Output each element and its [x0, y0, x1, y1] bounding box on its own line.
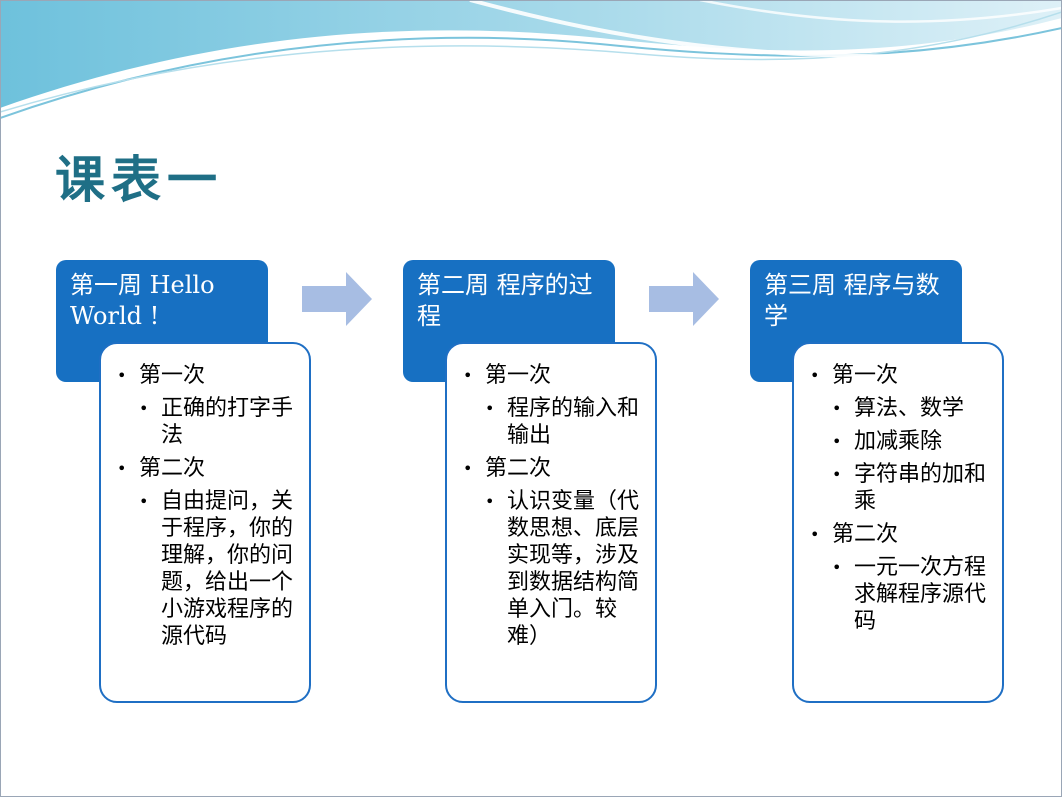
session-item: •第二次	[810, 522, 899, 547]
bullet-icon: •	[832, 432, 842, 451]
bullet-icon: •	[810, 366, 820, 385]
session-item: •第二次	[463, 456, 552, 481]
bullet-icon: •	[832, 399, 842, 418]
right-arrow-icon	[302, 272, 372, 326]
week-1-title: 第一周 Hello World !	[70, 271, 215, 330]
session-sub-item: •认识变量（代数思想、底层实现等，涉及到数据结构简单入门。较难）	[485, 489, 640, 649]
session-item: •第二次	[117, 456, 206, 481]
session-item: •第一次	[117, 363, 206, 388]
week-1-card: •第一次 •正确的打字手法 •第二次 •自由提问，关于程序，你的理解，你的问题，…	[99, 342, 311, 703]
session-item: •第一次	[463, 363, 552, 388]
session-sub-item: •正确的打字手法	[139, 396, 294, 448]
session-item: •第一次	[810, 363, 899, 388]
bullet-icon: •	[485, 399, 495, 418]
bullet-icon: •	[139, 399, 149, 418]
session-sub-item: •程序的输入和输出	[485, 396, 640, 448]
bullet-icon: •	[810, 525, 820, 544]
bullet-icon: •	[117, 459, 127, 478]
bullet-icon: •	[117, 366, 127, 385]
session-sub-item: •一元一次方程求解程序源代码	[832, 555, 987, 634]
bullet-icon: •	[139, 492, 149, 511]
week-3-title: 第三周 程序与数学	[764, 271, 940, 330]
bullet-icon: •	[463, 459, 473, 478]
week-1-header: 第一周 Hello World !	[56, 260, 268, 382]
session-sub-item: •自由提问，关于程序，你的理解，你的问题，给出一个小游戏程序的源代码	[139, 489, 294, 649]
bullet-icon: •	[463, 366, 473, 385]
bullet-icon: •	[832, 558, 842, 577]
week-2-card: •第一次 •程序的输入和输出 •第二次 •认识变量（代数思想、底层实现等，涉及到…	[445, 342, 657, 703]
session-sub-item: •字符串的加和乘	[832, 462, 987, 514]
session-sub-item: •加减乘除	[832, 429, 943, 454]
bullet-icon: •	[485, 492, 495, 511]
week-3-card: •第一次 •算法、数学 •加减乘除 •字符串的加和乘 •第二次 •一元一次方程求…	[792, 342, 1004, 703]
right-arrow-icon	[649, 272, 719, 326]
bullet-icon: •	[832, 465, 842, 484]
session-sub-item: •算法、数学	[832, 396, 965, 421]
week-2-title: 第二周 程序的过程	[417, 271, 593, 330]
slide-title: 课表一	[55, 150, 223, 209]
